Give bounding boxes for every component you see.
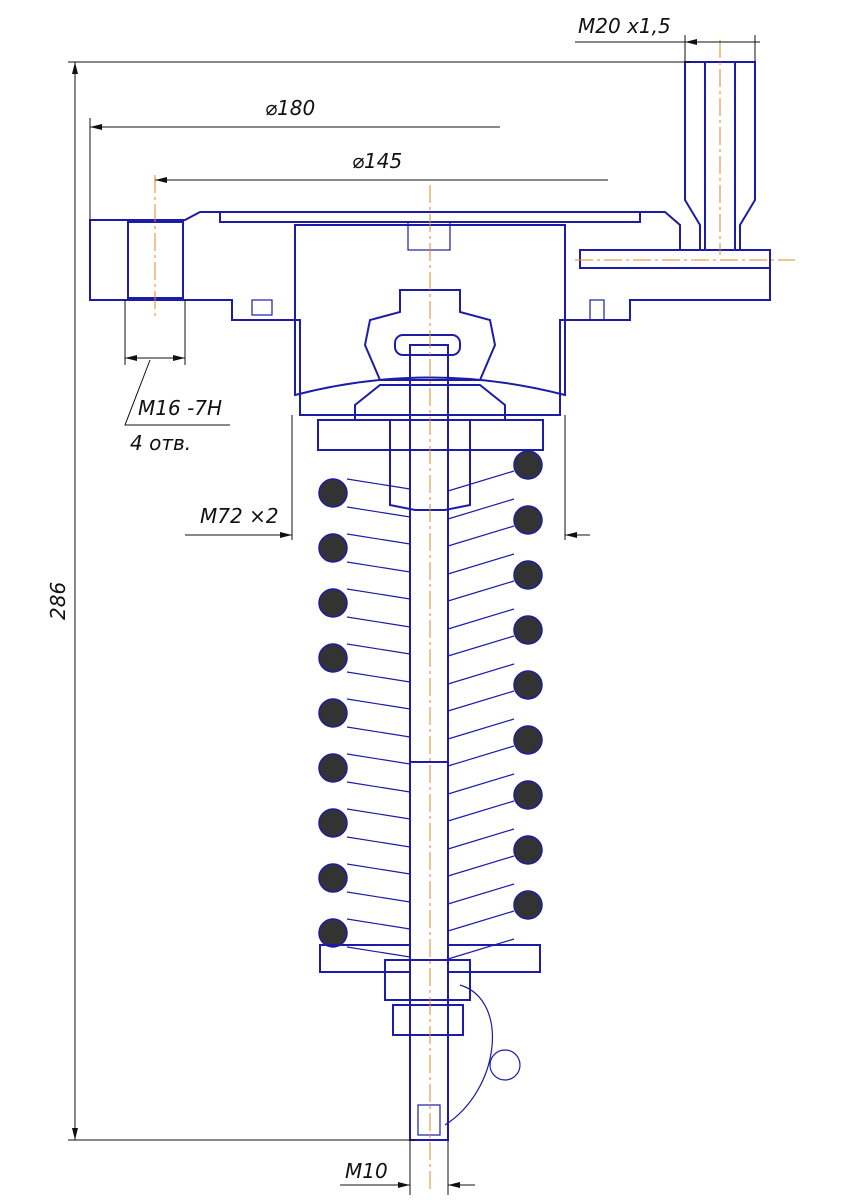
spring-coil-section bbox=[513, 780, 543, 810]
flange-left-lug bbox=[89, 219, 129, 301]
dim-dia-145: ⌀145 bbox=[352, 149, 402, 173]
spring-coil-line bbox=[346, 616, 411, 628]
spring-coil-line bbox=[447, 635, 515, 657]
spring-coil-line bbox=[447, 718, 515, 740]
spring-coil-line bbox=[346, 918, 411, 930]
dim-m16: M16 -7H bbox=[138, 396, 222, 420]
spring-coil-line bbox=[346, 671, 411, 683]
spring-coil-section bbox=[318, 643, 348, 673]
spring-coil-line bbox=[346, 781, 411, 793]
spring-coil-line bbox=[447, 608, 515, 630]
spring-coil-line bbox=[447, 690, 515, 712]
spring-coil-line bbox=[447, 553, 515, 575]
spring-coil-line bbox=[346, 726, 411, 738]
spring-coil-section bbox=[318, 863, 348, 893]
valve-body bbox=[89, 211, 771, 416]
spring-coil-line bbox=[346, 561, 411, 573]
spring bbox=[318, 450, 543, 960]
dimensions: 286 ⌀180 ⌀145 M20 x1,5 M16 -7H 4 отв. M7… bbox=[46, 14, 760, 1195]
spring-coil-section bbox=[318, 918, 348, 948]
spring-coil-line bbox=[447, 800, 515, 822]
nut-lower bbox=[392, 1004, 464, 1036]
spring-coil-line bbox=[447, 663, 515, 685]
spring-coil-section bbox=[318, 808, 348, 838]
spring-coil-line bbox=[447, 580, 515, 602]
spring-coil-section bbox=[513, 505, 543, 535]
spring-coil-section bbox=[513, 725, 543, 755]
spring-coil-section bbox=[513, 560, 543, 590]
seal-icon bbox=[489, 1049, 521, 1081]
spring-coil-line bbox=[346, 588, 411, 600]
spring-coil-section bbox=[513, 450, 543, 480]
spring-coil-line bbox=[447, 470, 515, 492]
spring-coil-line bbox=[346, 891, 411, 903]
spring-coil-section bbox=[318, 588, 348, 618]
centerlines bbox=[154, 40, 795, 1190]
spring-coil-line bbox=[447, 773, 515, 795]
spring-coil-line bbox=[346, 946, 411, 958]
spring-coil-line bbox=[346, 506, 411, 518]
spring-seat bbox=[319, 944, 541, 1136]
spring-coil-line bbox=[346, 836, 411, 848]
nut-upper bbox=[384, 959, 471, 1001]
spring-coil-section bbox=[318, 533, 348, 563]
spring-coil-section bbox=[318, 753, 348, 783]
dim-dia-180: ⌀180 bbox=[265, 96, 315, 120]
spring-coil-section bbox=[513, 890, 543, 920]
outlet-channel bbox=[579, 249, 771, 269]
cotter-wire bbox=[444, 984, 493, 1126]
dim-m10: M10 bbox=[345, 1159, 388, 1183]
dim-holes-count: 4 отв. bbox=[130, 431, 191, 455]
spring-coil-line bbox=[346, 753, 411, 765]
valve-stem bbox=[409, 344, 449, 1141]
dim-m20: M20 x1,5 bbox=[578, 14, 671, 38]
spring-coil-line bbox=[346, 478, 411, 490]
dim-m72: M72 ×2 bbox=[200, 504, 279, 528]
spring-coil-section bbox=[513, 835, 543, 865]
spring-coil-line bbox=[447, 745, 515, 767]
spring-coil-line bbox=[447, 498, 515, 520]
spring-coil-section bbox=[513, 615, 543, 645]
spring-coil-line bbox=[447, 938, 515, 960]
spring-coil-line bbox=[447, 883, 515, 905]
spring-coil-line bbox=[346, 808, 411, 820]
dim-height: 286 bbox=[46, 582, 70, 620]
spring-coil-line bbox=[447, 525, 515, 547]
spring-coil-line bbox=[447, 910, 515, 932]
spring-coil-section bbox=[318, 478, 348, 508]
inner-cavity bbox=[294, 224, 566, 397]
spring-coil-line bbox=[346, 643, 411, 655]
spring-coil-line bbox=[346, 698, 411, 710]
spring-coil-line bbox=[346, 863, 411, 875]
spring-coil-line bbox=[346, 533, 411, 545]
spring-coil-line bbox=[447, 855, 515, 877]
spring-coil-line bbox=[447, 828, 515, 850]
spring-coil-section bbox=[318, 698, 348, 728]
spring-coil-section bbox=[513, 670, 543, 700]
